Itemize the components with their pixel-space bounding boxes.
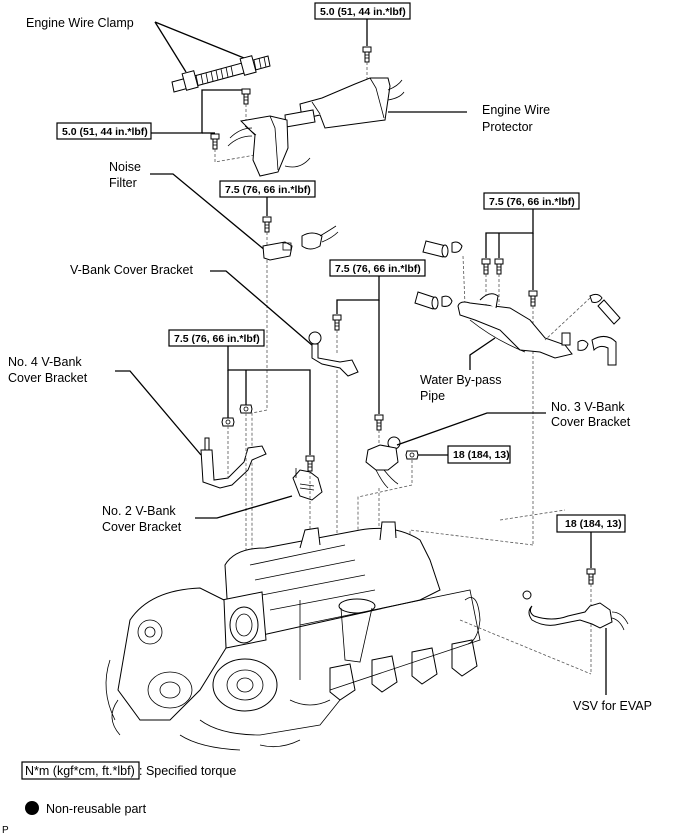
torque-v-bank-cover-bracket: 7.5 (76, 66 in.*lbf) <box>335 263 421 275</box>
leader-line <box>154 21 245 59</box>
label-no4-1: No. 4 V-Bank <box>8 355 82 369</box>
legend: N*m (kgf*cm, ft.*lbf) : Specified torque… <box>21 761 236 816</box>
water-bypass-pipe: 7.5 (76, 66 in.*lbf) Water By-pass Pipe <box>414 192 621 545</box>
non-reusable-marker <box>308 331 322 345</box>
corner-mark: P <box>2 825 9 836</box>
torque-wire-protector-left: 5.0 (51, 44 in.*lbf) <box>62 126 148 138</box>
noise-filter: Noise Filter 7.5 (76, 66 in.*lbf) <box>109 160 339 560</box>
torque-vsv-evap: 18 (184, 13) <box>565 518 622 530</box>
label-v-bank-cover-bracket: V-Bank Cover Bracket <box>70 263 193 277</box>
legend-non-reusable: Non-reusable part <box>46 802 147 816</box>
legend-torque-units: N*m (kgf*cm, ft.*lbf) <box>25 764 135 778</box>
no3-bracket: 18 (184, 13) No. 3 V-Bank Cover Bracket <box>357 400 631 560</box>
legend-torque-desc: : Specified torque <box>139 764 236 778</box>
engine-assembly <box>105 521 481 751</box>
vsv-for-evap: 18 (184, 13) VSV for EVAP <box>459 509 652 713</box>
label-no2-2: Cover Bracket <box>102 520 182 534</box>
label-water-bypass-1: Water By-pass <box>420 373 502 387</box>
leader-line <box>154 21 187 73</box>
label-no3-1: No. 3 V-Bank <box>551 400 625 414</box>
label-water-bypass-2: Pipe <box>420 389 445 403</box>
non-reusable-dot-icon <box>25 801 39 815</box>
label-noise-filter-2: Filter <box>109 176 137 190</box>
no4-no2-brackets: 7.5 (76, 66 in.*lbf) No. 4 V-Bank Cover … <box>8 329 323 560</box>
torque-wire-protector-top: 5.0 (51, 44 in.*lbf) <box>320 6 406 18</box>
torque-no4-no2-brackets: 7.5 (76, 66 in.*lbf) <box>174 333 260 345</box>
label-engine-wire-clamp: Engine Wire Clamp <box>26 16 134 30</box>
label-no3-2: Cover Bracket <box>551 415 631 429</box>
torque-water-bypass: 7.5 (76, 66 in.*lbf) <box>489 196 575 208</box>
label-vsv-evap: VSV for EVAP <box>573 699 652 713</box>
legend-torque-box <box>21 761 140 780</box>
label-no4-2: Cover Bracket <box>8 371 88 385</box>
engine-wire-protector: 5.0 (51, 44 in.*lbf) 5.0 (51, 44 in.*lbf… <box>56 2 550 177</box>
label-engine-wire-protector-2: Protector <box>482 120 533 134</box>
label-no2-1: No. 2 V-Bank <box>102 504 176 518</box>
torque-noise-filter: 7.5 (76, 66 in.*lbf) <box>225 184 311 196</box>
label-engine-wire-protector-1: Engine Wire <box>482 103 550 117</box>
label-noise-filter-1: Noise <box>109 160 141 174</box>
torque-no3-nut: 18 (184, 13) <box>453 449 510 461</box>
v-bank-cover-bracket: V-Bank Cover Bracket 7.5 (76, 66 in.*lbf… <box>70 259 426 540</box>
engine-wire-clamp: Engine Wire Clamp <box>26 16 271 93</box>
